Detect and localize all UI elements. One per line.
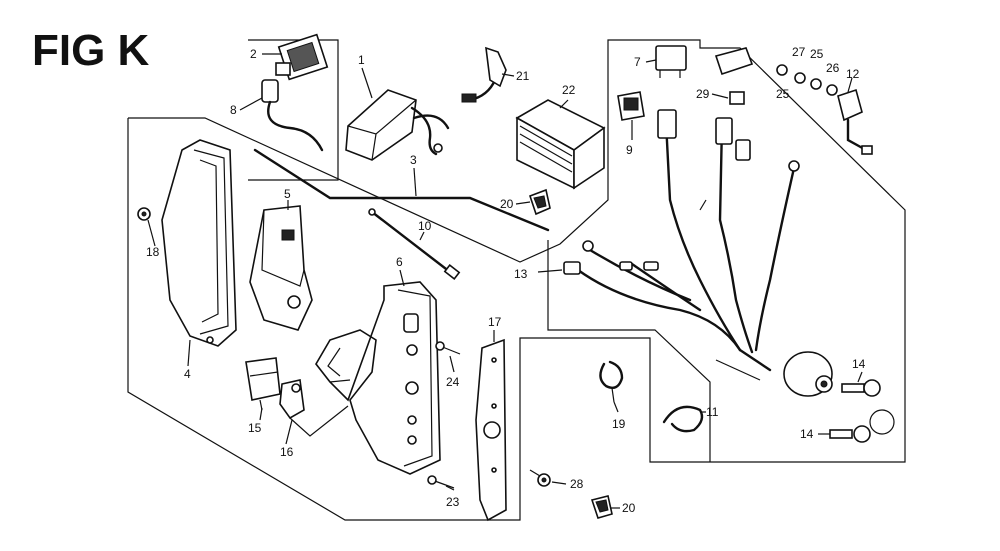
- part-14-keys: [829, 379, 895, 443]
- callout-15: 15: [248, 421, 262, 435]
- callout-8: 8: [230, 103, 237, 117]
- callout-10: 10: [418, 219, 432, 233]
- callout-23: 23: [446, 495, 460, 509]
- callout-24: 24: [446, 375, 460, 389]
- callout-22: 22: [562, 83, 576, 97]
- part-20-clip-lower: [590, 495, 613, 519]
- part-1-cdi-unit: [345, 89, 450, 161]
- part-9-relay: [617, 91, 645, 121]
- callout-1: 1: [358, 53, 365, 67]
- callout-27: 27: [792, 45, 806, 59]
- part-20-clip-upper: [528, 188, 551, 216]
- part-3-lead: [253, 148, 550, 232]
- part-7-relay: [655, 45, 687, 78]
- callout-19: 19: [612, 417, 626, 431]
- callout-14-lower: 14: [800, 427, 814, 441]
- callout-14-upper: 14: [852, 357, 866, 371]
- callout-20-lower: 20: [622, 501, 636, 515]
- callout-25-lower: 25: [776, 87, 790, 101]
- callout-18: 18: [146, 245, 160, 259]
- part-12-bracket: [837, 88, 873, 155]
- part-17-plate: [475, 338, 507, 522]
- part-8-wire: [261, 79, 324, 152]
- callout-26: 26: [826, 61, 840, 75]
- callout-17: 17: [488, 315, 502, 329]
- part-22-block: [515, 99, 606, 190]
- callout-7: 7: [634, 55, 641, 69]
- leader-lines: [147, 53, 863, 509]
- callout-numbers: 2 8 1 21 22 20 3 10 18 5 4 6 24 23 17 15…: [146, 45, 866, 515]
- callout-29: 29: [696, 87, 710, 101]
- part-29-fuse: [714, 47, 754, 105]
- callout-21: 21: [516, 69, 530, 83]
- figure-title: FIG K: [32, 26, 150, 75]
- part-19-clamp: [599, 360, 624, 403]
- callout-16: 16: [280, 445, 294, 459]
- parts-25-26-27-washers: [776, 64, 838, 96]
- callout-11: 11: [706, 405, 719, 419]
- part-13-harness: [563, 109, 800, 372]
- part-6-panel: [315, 281, 441, 475]
- part-28-bolt: [529, 469, 551, 487]
- part-4-cover: [161, 139, 237, 347]
- part-16-lever: [279, 379, 349, 437]
- part-23-screw: [427, 475, 455, 489]
- part-11-band: [662, 405, 704, 433]
- callout-12: 12: [846, 67, 860, 81]
- callout-4: 4: [184, 367, 191, 381]
- part-21-clip: [461, 46, 507, 103]
- callout-6: 6: [396, 255, 403, 269]
- part-24-screw: [435, 341, 461, 355]
- callout-25-upper: 25: [810, 47, 824, 61]
- part-15-switch: [245, 357, 281, 411]
- ignition-switch: [715, 351, 833, 397]
- callout-3: 3: [410, 153, 417, 167]
- part-18-screw: [137, 207, 151, 221]
- callout-9: 9: [626, 143, 633, 157]
- callout-28: 28: [570, 477, 584, 491]
- part-2-regulator: [275, 33, 329, 81]
- callout-2: 2: [250, 47, 257, 61]
- callout-5: 5: [284, 187, 291, 201]
- callout-20-upper: 20: [500, 197, 514, 211]
- group-boundaries: [127, 39, 906, 521]
- part-10-rod: [368, 208, 461, 280]
- part-5-bracket: [249, 205, 313, 331]
- callout-13: 13: [514, 267, 528, 281]
